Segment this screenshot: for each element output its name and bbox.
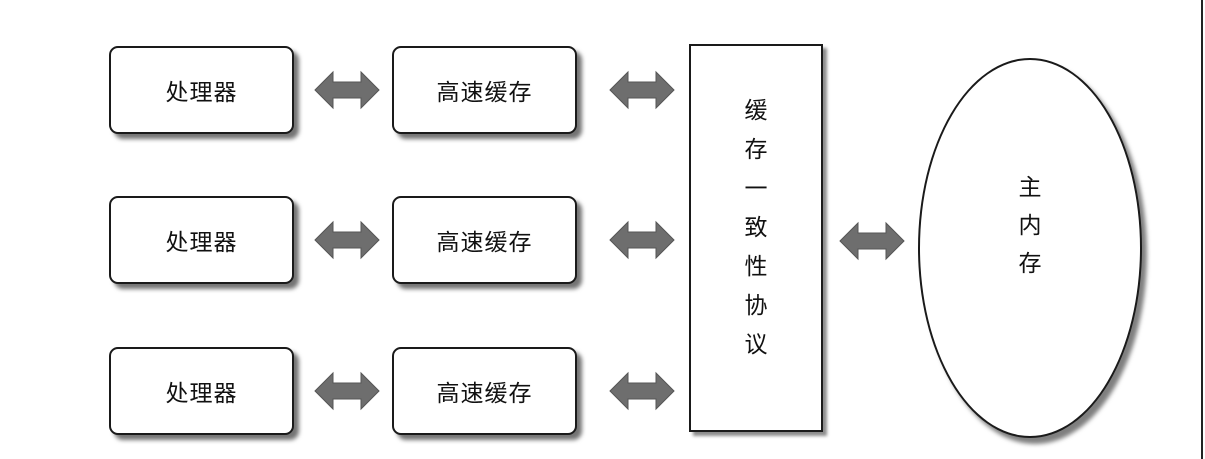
protocol-char: 性	[744, 254, 768, 280]
cache-label-3: 高速缓存	[436, 381, 533, 407]
cache-box-3: 高速缓存	[392, 347, 577, 435]
double-arrow-icon	[608, 369, 676, 413]
processor-label-2: 处理器	[165, 230, 238, 256]
processor-label-1: 处理器	[165, 80, 238, 106]
cache-box-2: 高速缓存	[392, 196, 577, 284]
double-arrow-icon	[608, 68, 676, 112]
double-arrow-icon	[313, 218, 381, 262]
cache-label-2: 高速缓存	[436, 230, 533, 256]
processor-box-3: 处理器	[109, 347, 294, 435]
memory-char: 内	[1018, 213, 1042, 239]
processor-label-3: 处理器	[165, 381, 238, 407]
protocol-char: 议	[744, 332, 768, 358]
memory-char: 存	[1018, 251, 1042, 277]
memory-char: 主	[1018, 175, 1042, 201]
memory-label: 主 内 存	[1019, 173, 1042, 279]
double-arrow-icon	[608, 218, 676, 262]
double-arrow-icon	[838, 219, 906, 263]
protocol-char: 缓	[744, 98, 768, 124]
main-memory-ellipse: 主 内 存	[918, 58, 1142, 438]
cache-coherence-protocol-box: 缓 存 一 致 性 协 议	[689, 44, 823, 432]
protocol-label: 缓 存 一 致 性 协 议	[745, 96, 768, 360]
protocol-char: 协	[744, 293, 768, 319]
protocol-char: 存	[744, 137, 768, 163]
protocol-char: 致	[744, 215, 768, 241]
page-right-border	[1201, 0, 1203, 459]
cache-label-1: 高速缓存	[436, 80, 533, 106]
cache-box-1: 高速缓存	[392, 46, 577, 134]
protocol-char: 一	[744, 176, 768, 202]
processor-box-2: 处理器	[109, 196, 294, 284]
double-arrow-icon	[313, 369, 381, 413]
processor-box-1: 处理器	[109, 46, 294, 134]
double-arrow-icon	[313, 68, 381, 112]
